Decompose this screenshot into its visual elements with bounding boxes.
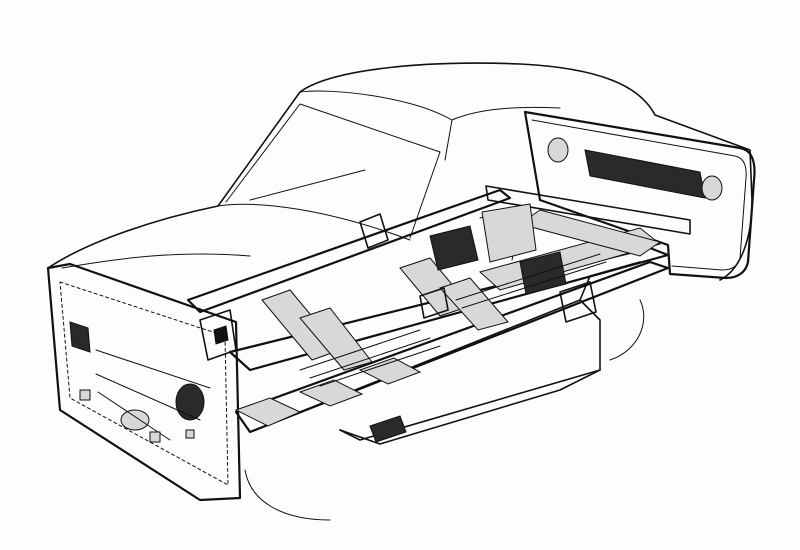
cross-members	[234, 185, 691, 443]
mounting-brackets	[199, 213, 597, 361]
front-bulkhead	[46, 262, 242, 502]
frame-rails	[186, 188, 670, 445]
hatching	[299, 253, 607, 387]
rear-panel	[523, 110, 756, 280]
